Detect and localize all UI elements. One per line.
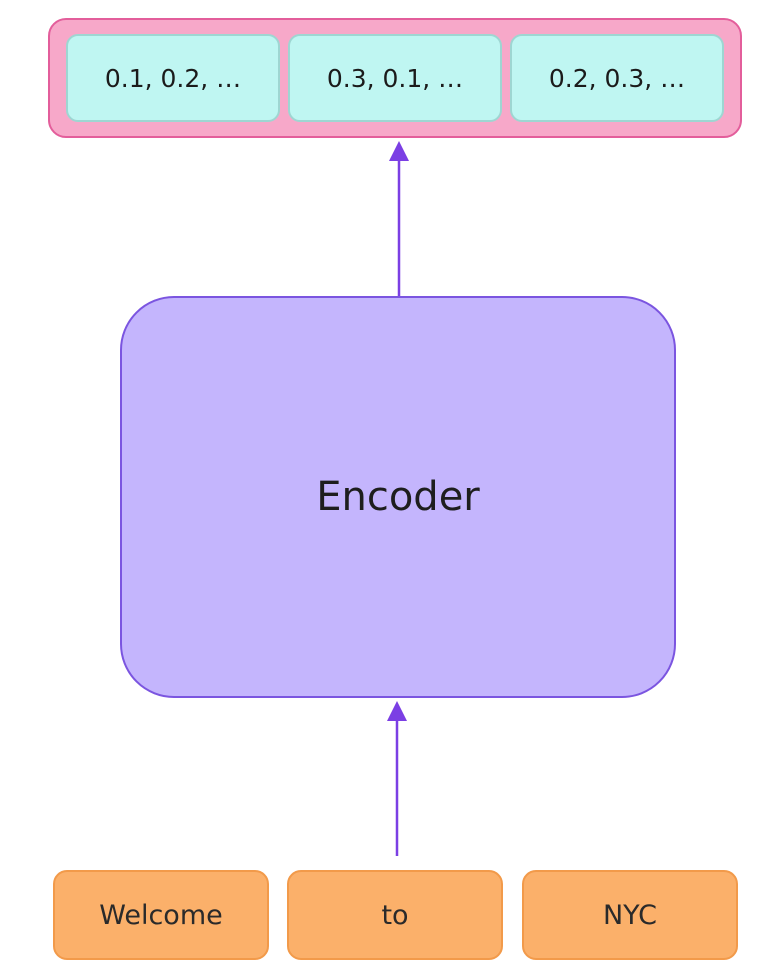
output-embeddings-tray: 0.1, 0.2, … 0.3, 0.1, … 0.2, 0.3, … — [48, 18, 742, 138]
encoder-to-output-arrow-head — [389, 141, 409, 161]
encoder-block: Encoder — [120, 296, 676, 698]
input-token: NYC — [522, 870, 738, 960]
input-token: to — [287, 870, 503, 960]
output-vector: 0.2, 0.3, … — [510, 34, 724, 122]
encoder-label: Encoder — [316, 474, 480, 520]
output-vector: 0.3, 0.1, … — [288, 34, 502, 122]
input-to-encoder-arrow-head — [387, 701, 407, 721]
output-vector: 0.1, 0.2, … — [66, 34, 280, 122]
input-token: Welcome — [53, 870, 269, 960]
